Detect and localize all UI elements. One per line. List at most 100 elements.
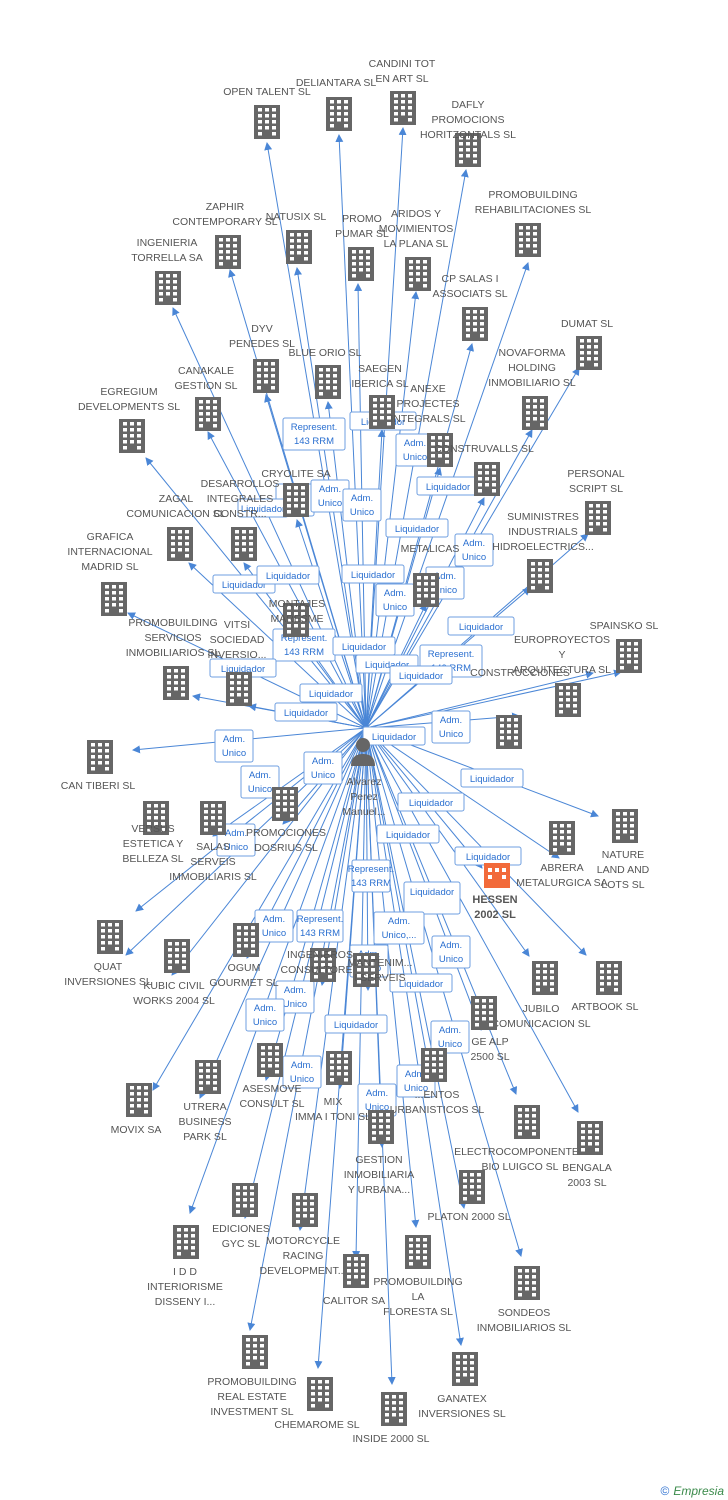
relation-label[interactable]: Adm.Unico bbox=[342, 488, 382, 522]
relation-label[interactable]: Liquidador bbox=[362, 726, 426, 746]
relation-label[interactable]: Liquidador bbox=[454, 846, 522, 866]
relation-label[interactable]: Liquidador bbox=[447, 616, 515, 636]
relation-label[interactable]: Liquidador bbox=[332, 636, 396, 656]
relation-label[interactable]: Liquidador bbox=[403, 881, 461, 915]
relation-label[interactable]: Adm.Unico bbox=[431, 935, 471, 969]
center-person[interactable]: Alvarez Perez Manuel... bbox=[342, 738, 386, 818]
company-node[interactable]: ARTBOOK SL bbox=[572, 961, 639, 1013]
company-node[interactable]: CAN TIBERI SL bbox=[61, 740, 136, 792]
company-node[interactable]: VITSISOCIEDADINVERSIO... bbox=[208, 619, 267, 706]
company-node[interactable]: MANTENIM...I SERVEIS bbox=[348, 953, 413, 987]
relation-label[interactable]: Liquidador bbox=[341, 564, 405, 584]
relation-label[interactable]: Liquidador bbox=[299, 683, 363, 703]
relation-label[interactable]: Adm.Unico bbox=[395, 433, 435, 467]
relation-label[interactable]: Adm.Unico bbox=[216, 823, 256, 857]
company-node[interactable]: CRYOLITE SA bbox=[261, 468, 331, 517]
relation-label[interactable]: Adm.Unico bbox=[430, 1020, 470, 1054]
relation-label[interactable]: Liquidador bbox=[416, 476, 480, 496]
relation-label[interactable]: Adm.Unico bbox=[454, 533, 494, 567]
company-node[interactable]: MOVIX SA bbox=[111, 1083, 162, 1136]
company-node[interactable]: DELIANTARA SL bbox=[296, 77, 376, 131]
relation-label[interactable]: Liquidador bbox=[397, 792, 465, 812]
relation-label[interactable]: Liquidador bbox=[324, 1014, 388, 1034]
company-node[interactable]: CALITOR SA bbox=[323, 1254, 385, 1307]
relation-label[interactable]: Liquidador bbox=[376, 824, 440, 844]
relation-label[interactable]: Liquidador bbox=[274, 702, 338, 722]
relation-label[interactable]: Adm.Unico bbox=[240, 765, 280, 799]
company-node[interactable]: NATUSIX SL bbox=[266, 211, 327, 264]
relation-label[interactable]: Adm.Unico bbox=[254, 909, 294, 943]
relation-label[interactable]: Liquidador bbox=[256, 565, 320, 585]
company-node[interactable]: MOTORCYCLERACINGDEVELOPMENT... bbox=[260, 1193, 347, 1277]
company-node[interactable]: SUMINISTRESINDUSTRIALSHIDROELECTRICS... bbox=[492, 511, 594, 593]
company-node[interactable]: DUMAT SL bbox=[561, 318, 613, 370]
highlighted-company[interactable]: HESSEN 2002 SL bbox=[472, 863, 518, 921]
relation-label[interactable]: Represent.143 RRM bbox=[282, 417, 346, 451]
company-node[interactable]: PLATON 2000 SL bbox=[427, 1170, 511, 1223]
company-node[interactable]: CHEMAROME SL bbox=[274, 1377, 360, 1431]
company-node[interactable]: CONSTRUVALLS SL bbox=[434, 443, 534, 496]
relation-label[interactable]: Liquidador bbox=[389, 973, 453, 993]
company-node[interactable]: INSIDE 2000 SL bbox=[352, 1392, 430, 1445]
relation-label[interactable]: Adm.Unico bbox=[357, 1083, 397, 1117]
relation-label[interactable]: Adm.Unico bbox=[375, 583, 415, 617]
relation-label[interactable]: Liquidador bbox=[385, 518, 449, 538]
relation-label[interactable]: Adm.Unico bbox=[275, 980, 315, 1014]
relation-label[interactable]: Adm.Unico bbox=[310, 479, 350, 513]
company-node[interactable]: METALICAS bbox=[401, 543, 460, 607]
relation-label[interactable]: Adm.Unico bbox=[214, 729, 254, 763]
footer-brand[interactable]: ©Empresia bbox=[660, 1484, 724, 1498]
relation-label[interactable]: Adm.Unico bbox=[303, 751, 343, 785]
company-node[interactable]: BLUE ORIO SL bbox=[289, 347, 362, 399]
company-node[interactable]: OPEN TALENT SL bbox=[223, 86, 311, 139]
company-node[interactable]: SPAINSKO SL bbox=[590, 620, 659, 673]
relation-label[interactable]: Represent.143 RRM bbox=[296, 909, 344, 943]
relation-label[interactable]: Adm.Unico,... bbox=[373, 911, 425, 945]
company-node[interactable]: CONSTRUCCIONES bbox=[470, 667, 570, 749]
relation-label[interactable]: Liquidador bbox=[460, 768, 524, 788]
relation-label[interactable]: Adm.Unico bbox=[245, 998, 285, 1032]
relation-label[interactable]: Liquidador bbox=[389, 665, 453, 685]
relation-label[interactable]: Represent.143 RRM bbox=[348, 859, 394, 893]
relation-label[interactable]: Adm.Unico bbox=[431, 710, 471, 744]
